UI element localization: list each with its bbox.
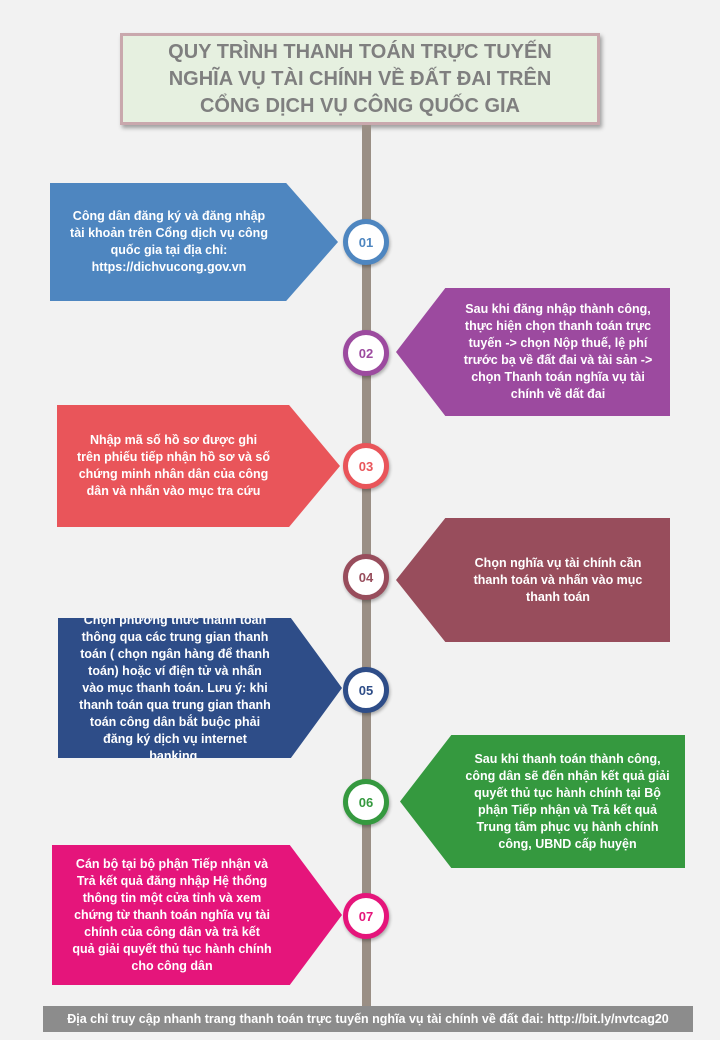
- footer-url-bar: Địa chỉ truy cập nhanh trang thanh toán …: [43, 1006, 693, 1032]
- title-line-2: NGHĨA VỤ TÀI CHÍNH VỀ ĐẤT ĐAI TRÊN: [168, 67, 552, 90]
- step-01-text: Công dân đăng ký và đăng nhập tài khoản …: [70, 209, 268, 274]
- step-06-number: 06: [358, 794, 374, 810]
- step-07-circle: 07: [343, 893, 389, 939]
- step-06-card: Sau khi thanh toán thành công, công dân …: [400, 735, 685, 868]
- step-06-circle: 06: [343, 779, 389, 825]
- step-05-card: Chọn phương thức thanh toán thông qua cá…: [58, 618, 342, 758]
- step-03-card: Nhập mã số hồ sơ được ghi trên phiếu tiế…: [57, 405, 340, 527]
- step-02-card: Sau khi đăng nhập thành công, thực hiện …: [396, 288, 670, 416]
- step-01-circle: 01: [343, 219, 389, 265]
- step-07-card: Cán bộ tại bộ phận Tiếp nhận và Trả kết …: [52, 845, 342, 985]
- title-line-3: CỔNG DỊCH VỤ CÔNG QUỐC GIA: [199, 94, 520, 117]
- step-05-text: Chọn phương thức thanh toán thông qua cá…: [79, 612, 271, 763]
- step-03-text: Nhập mã số hồ sơ được ghi trên phiếu tiế…: [77, 433, 270, 498]
- footer-text: Địa chỉ truy cập nhanh trang thanh toán …: [67, 1012, 669, 1026]
- step-03-number: 03: [358, 458, 374, 474]
- step-04-text: Chọn nghĩa vụ tài chính cần thanh toán v…: [473, 555, 643, 604]
- step-01-number: 01: [358, 234, 374, 250]
- step-03-circle: 03: [343, 443, 389, 489]
- step-04-card: Chọn nghĩa vụ tài chính cần thanh toán v…: [396, 518, 670, 642]
- step-04-number: 04: [358, 569, 374, 585]
- step-04-circle: 04: [343, 554, 389, 600]
- title-box: QUY TRÌNH THANH TOÁN TRỰC TUYẾN NGHĨA VỤ…: [120, 33, 600, 125]
- step-05-circle: 05: [343, 667, 389, 713]
- step-01-card: Công dân đăng ký và đăng nhập tài khoản …: [50, 183, 338, 301]
- title-line-1: QUY TRÌNH THANH TOÁN TRỰC TUYẾN: [168, 40, 552, 63]
- step-02-circle: 02: [343, 330, 389, 376]
- step-02-text: Sau khi đăng nhập thành công, thực hiện …: [463, 302, 653, 401]
- step-02-number: 02: [358, 345, 374, 361]
- step-07-text: Cán bộ tại bộ phận Tiếp nhận và Trả kết …: [72, 856, 272, 973]
- step-07-number: 07: [358, 908, 374, 924]
- step-05-number: 05: [358, 682, 374, 698]
- step-06-text: Sau khi thanh toán thành công, công dân …: [465, 751, 670, 851]
